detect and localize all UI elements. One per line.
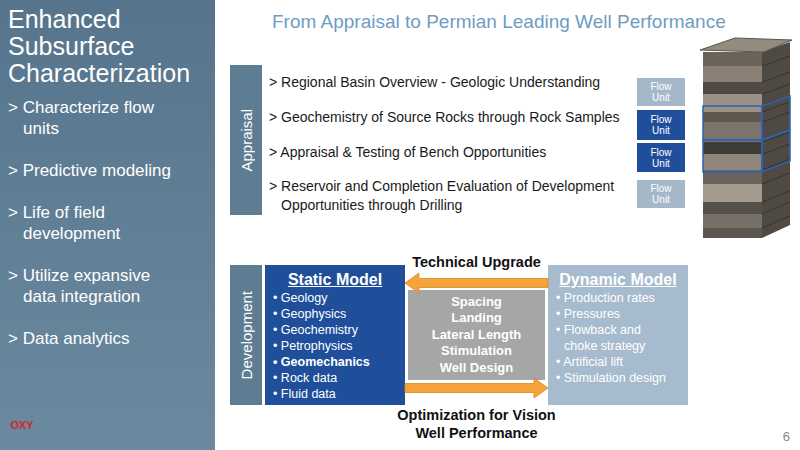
- model-box: Static Model• Geology• Geophysics• Geoch…: [265, 265, 405, 405]
- box-text: • Geochemistry: [273, 322, 391, 338]
- rock-layer: [703, 82, 762, 94]
- flow-unit-box: Flow Unit: [637, 143, 685, 172]
- strata-line: [762, 102, 790, 112]
- strata-line: [762, 112, 790, 122]
- flow-unit-box: Flow Unit: [637, 78, 685, 106]
- logo-text: OXY: [5, 418, 39, 432]
- bullet-text: > Geochemistry of Source Rocks through R…: [269, 108, 636, 127]
- box-text: Stimulation: [441, 343, 512, 360]
- box-text: Development: [238, 291, 255, 379]
- rock-layer: [703, 184, 762, 202]
- box-text: • Production rates: [556, 290, 674, 306]
- box-text: Flow Unit: [644, 183, 678, 205]
- rock-layer: [703, 66, 762, 82]
- rock-side-face: [762, 42, 790, 238]
- rock-layer: [703, 142, 762, 154]
- box-text: Lateral Length: [432, 327, 522, 344]
- flow-unit-highlight: [703, 140, 762, 172]
- page-number: 6: [770, 429, 790, 444]
- box-text: > Life of field development: [8, 202, 180, 244]
- box-text: • Fluid data: [273, 386, 391, 402]
- flow-unit-highlight: [703, 106, 762, 140]
- rock-layer: [703, 202, 762, 214]
- box-text: • Geophysics: [273, 306, 391, 322]
- section-band: Appraisal: [230, 65, 262, 215]
- box-text: Flow Unit: [644, 147, 678, 169]
- box-text: > Characterize flow units: [8, 97, 180, 139]
- slide-title: Enhanced Subsurface Characterization: [8, 6, 208, 87]
- rock-layer: [703, 112, 762, 122]
- strata-line: [762, 159, 790, 170]
- box-text: Flow Unit: [644, 81, 678, 103]
- box-text: • Artificial lift: [556, 354, 674, 370]
- strata-line: [762, 84, 790, 94]
- box-text: Landing: [451, 310, 502, 327]
- flow-unit-box: Flow Unit: [637, 110, 685, 140]
- arrow-label: Optimization for Vision Well Performance: [387, 406, 567, 442]
- box-text: • Stimulation design: [556, 370, 674, 386]
- box-text: > Data analytics: [8, 328, 180, 349]
- box-text: Appraisal: [238, 109, 255, 172]
- strata-line: [762, 56, 790, 66]
- rock-layer: [703, 94, 762, 112]
- bullet-text: > Appraisal & Testing of Bench Opportuni…: [269, 143, 636, 162]
- strata-line: [762, 191, 790, 202]
- strata-line: [762, 132, 790, 142]
- strata-line: [762, 173, 790, 184]
- rock-core-illustration: [700, 38, 792, 238]
- rock-layer: [703, 228, 762, 238]
- flow-unit-highlight: [762, 96, 790, 140]
- box-text: Well Design: [440, 360, 513, 377]
- box-heading: Dynamic Model: [548, 270, 688, 290]
- strata-line: [762, 72, 790, 82]
- rock-layer: [703, 154, 762, 170]
- box-text: • Geology: [273, 290, 391, 306]
- box-text: > Utilize expansive data integration: [8, 265, 180, 307]
- bullet-text: > Reservoir and Completion Evaluation of…: [269, 177, 636, 215]
- rock-layer: [703, 122, 762, 142]
- bullet-text: > Regional Basin Overview - Geologic Und…: [269, 73, 636, 92]
- box-heading: Static Model: [265, 270, 405, 290]
- arrow-label: Technical Upgrade: [387, 253, 567, 271]
- section-band: Development: [230, 265, 262, 405]
- slide-subtitle: From Appraisal to Permian Leading Well P…: [272, 11, 772, 33]
- box-text: Spacing: [451, 294, 502, 311]
- box-text: Flow Unit: [644, 114, 678, 136]
- sidebar-band: Enhanced Subsurface Characterization > Ch…: [0, 0, 215, 450]
- strata-line: [762, 202, 790, 214]
- model-box: Dynamic Model• Production rates• Pressur…: [548, 265, 688, 405]
- levers-box: SpacingLandingLateral LengthStimulationW…: [408, 290, 545, 380]
- flow-arrow: [405, 378, 548, 398]
- rock-side-strata: [762, 56, 790, 228]
- rock-layer: [703, 214, 762, 228]
- box-text: > Predictive modeling: [8, 160, 180, 181]
- flow-unit-box: Flow Unit: [637, 180, 685, 208]
- box-text: • Rock data: [273, 370, 391, 386]
- box-text: • Petrophysics: [273, 338, 391, 354]
- flow-unit-highlight: [762, 130, 790, 172]
- box-text: • Pressures: [556, 306, 674, 322]
- box-text: • Geomechanics: [273, 354, 391, 370]
- strata-line: [762, 144, 790, 154]
- rock-top-face: [700, 38, 792, 52]
- strata-line: [762, 216, 790, 228]
- rock-layer: [703, 52, 762, 66]
- box-text: • Flowback and choke strategy: [556, 322, 674, 354]
